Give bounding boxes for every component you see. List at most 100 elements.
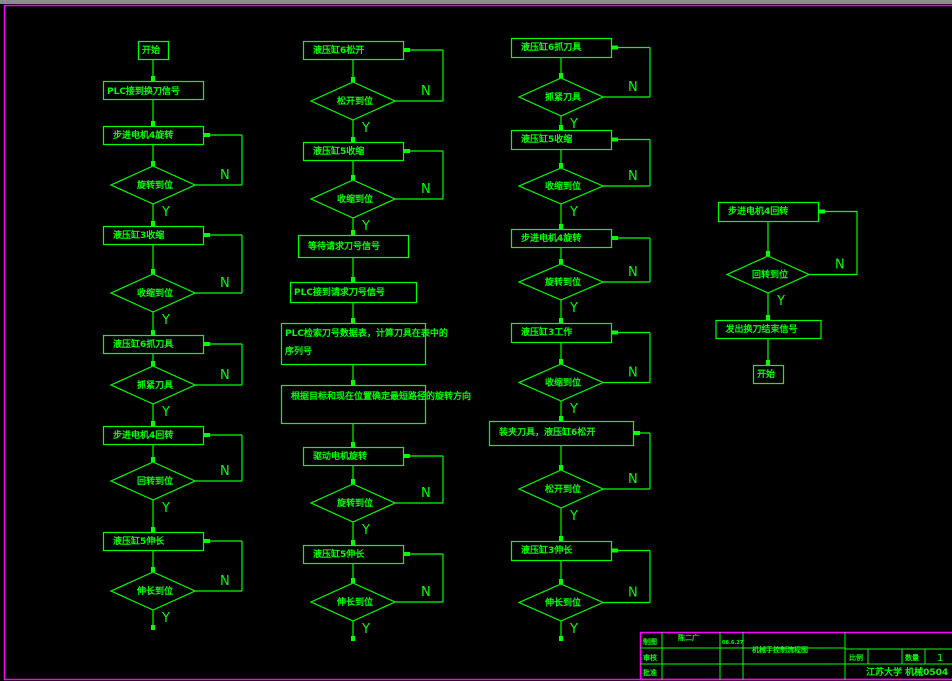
yes-label: Y: [569, 402, 578, 417]
arrow-head: [404, 48, 410, 52]
arrow-head: [151, 221, 155, 226]
tb-date: 08.6.27: [722, 640, 744, 646]
arrow-head: [151, 625, 155, 630]
arrow-head: [351, 380, 355, 385]
decision-label: 收缩到位: [137, 287, 173, 299]
decision-label: 伸长到位: [136, 585, 173, 597]
yes-label: Y: [161, 611, 170, 626]
arrow-head: [351, 230, 355, 235]
arrow-head: [151, 330, 155, 335]
decision-label: 收缩到位: [337, 193, 373, 205]
arrow-head: [559, 73, 563, 78]
arrow-head: [351, 479, 355, 484]
yes-label: Y: [161, 313, 170, 328]
arrow-head: [151, 161, 155, 166]
process-label: 液压缸3工作: [521, 326, 572, 338]
no-label: N: [220, 368, 230, 383]
no-label: N: [835, 258, 845, 273]
arrow-head: [404, 149, 410, 153]
arrow-head: [151, 421, 155, 426]
process-label: 液压缸3伸长: [521, 544, 573, 556]
tb-quantity-value: 1: [937, 653, 943, 664]
no-label: N: [421, 182, 431, 197]
yes-label: Y: [569, 509, 578, 524]
process-label: 液压缸5伸长: [113, 535, 165, 547]
arrow-head: [204, 539, 210, 543]
no-label: N: [628, 472, 638, 487]
arrow-head: [559, 465, 563, 470]
window-top-strip: [0, 0, 952, 4]
yes-label: Y: [569, 205, 578, 220]
decision-label: 旋转到位: [544, 276, 581, 288]
decision-label: 伸长到位: [336, 596, 373, 608]
process-label: 步进电机4旋转: [521, 232, 581, 244]
no-label: N: [628, 366, 638, 381]
arrow-head: [559, 163, 563, 168]
arrow-head: [766, 315, 770, 320]
arrow-head: [151, 121, 155, 126]
arrow-head: [634, 431, 640, 435]
decision-label: 松开到位: [337, 95, 373, 107]
arrow-head: [204, 133, 210, 137]
arrow-head: [766, 360, 770, 365]
decision-label: 回转到位: [137, 475, 173, 487]
process-label: 液压缸6抓刀具: [521, 41, 581, 53]
arrow-head: [404, 454, 410, 458]
arrow-head: [351, 318, 355, 323]
decision-label: 旋转到位: [136, 179, 173, 191]
decision-label: 旋转到位: [336, 497, 373, 509]
no-label: N: [421, 585, 431, 600]
yes-label: Y: [161, 405, 170, 420]
tb-label-checked: 审核: [643, 653, 657, 662]
process-label: 装夹刀具，液压缸6松开: [498, 426, 595, 438]
title-block-frame: [639, 631, 952, 681]
arrow-head: [151, 269, 155, 274]
arrow-head: [559, 416, 563, 421]
decision-label: 收缩到位: [545, 377, 581, 389]
no-label: N: [628, 265, 638, 280]
process-label: 根据目标和现在位置确定最短路径的旋转方向: [291, 390, 471, 402]
arrow-head: [151, 457, 155, 462]
terminal-label: 开始: [142, 44, 160, 56]
process-label: 步进电机4回转: [728, 205, 788, 217]
process-label: 等待请求刀号信号: [307, 240, 380, 252]
arrow-head: [151, 567, 155, 572]
arrow-head: [559, 125, 563, 130]
tb-drawing-title: 机械手控制流程图: [752, 645, 808, 654]
yes-label: Y: [569, 622, 578, 637]
arrow-head: [351, 277, 355, 282]
terminal-box: [752, 364, 785, 385]
no-label: N: [421, 486, 431, 501]
arrow-head: [559, 536, 563, 541]
arrow-head: [351, 636, 355, 641]
terminal-label: 开始: [757, 368, 775, 380]
process-label: PLC检索刀号数据表，计算刀具在表中的: [285, 327, 448, 339]
arrow-head: [204, 433, 210, 437]
process-label: 步进电机4回转: [113, 429, 173, 441]
no-label: N: [421, 84, 431, 99]
no-label: N: [628, 586, 638, 601]
tb-label-approved: 批准: [643, 668, 657, 677]
arrow-head: [151, 361, 155, 366]
decision-label: 抓紧刀具: [137, 379, 173, 391]
no-label: N: [220, 464, 230, 479]
arrow-head: [559, 579, 563, 584]
process-label: 液压缸5伸长: [313, 548, 365, 560]
flowchart: 开始PLC接到换刀信号步进电机4旋转旋转到位NY液压缸3收缩收缩到位NY液压缸6…: [102, 37, 858, 641]
process-label-line2: 序列号: [285, 345, 312, 357]
arrow-head: [151, 76, 155, 81]
arrow-head: [559, 636, 563, 641]
process-label: PLC接到请求刀号信号: [294, 286, 385, 298]
arrow-head: [204, 342, 210, 346]
yes-label: Y: [361, 121, 370, 136]
yes-label: Y: [776, 294, 785, 309]
process-label: 驱动电机旋转: [313, 450, 367, 462]
arrow-head: [819, 209, 825, 214]
arrow-head: [612, 548, 618, 553]
yes-label: Y: [161, 501, 170, 516]
arrow-head: [612, 330, 618, 335]
arrow-head: [559, 259, 563, 264]
tb-designer: 陈二广: [678, 633, 699, 642]
process-label: 步进电机4旋转: [113, 129, 173, 141]
tb-school: 江苏大学 机械0504: [866, 666, 948, 678]
